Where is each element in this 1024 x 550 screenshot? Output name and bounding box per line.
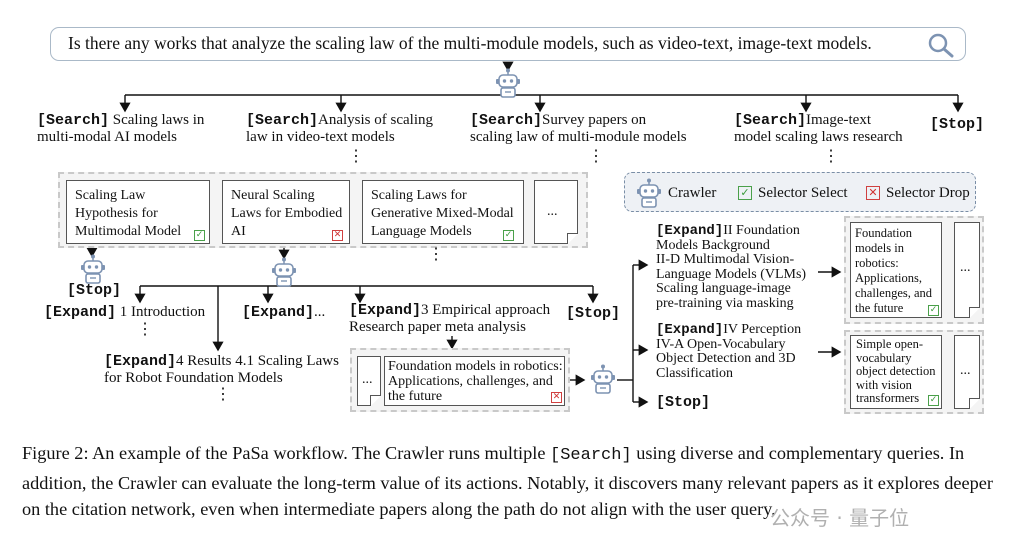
figure-caption: Figure 2: An example of the PaSa workflo… (22, 443, 993, 519)
more-papers-card: ... (954, 335, 980, 409)
expand-more: [Expand]... (242, 304, 326, 321)
search-branch-1: [Search] Scaling laws in multi-modal AI … (37, 112, 205, 145)
legend-drop-icon: ✕ (866, 186, 880, 200)
crawler-robot-icon (80, 254, 106, 284)
legend-crawler-label: Crawler (668, 185, 717, 201)
more-papers-card: ... (954, 222, 980, 318)
paper-card[interactable]: Foundation models in robotics:Applicatio… (384, 356, 565, 406)
selector-select-icon: ✓ (928, 395, 939, 406)
search-branch-3: [Search]Survey papers on scaling law of … (470, 112, 687, 145)
crawler-robot-icon (590, 364, 616, 394)
selector-select-icon: ✓ (928, 305, 939, 316)
search-branch-2: [Search]Analysis of scaling law in video… (246, 112, 433, 145)
legend-crawler-icon (636, 178, 662, 208)
ellipsis: ⋮ (348, 148, 364, 165)
query-box[interactable] (50, 27, 966, 61)
selector-select-icon: ✓ (503, 230, 514, 241)
stop-label: [Stop] (656, 394, 711, 411)
ellipsis: ⋮ (823, 148, 839, 165)
ellipsis: ⋮ (428, 246, 444, 263)
watermark: 公众号 · 量子位 (770, 506, 910, 530)
crawler-robot-icon (271, 257, 297, 287)
stop-label: [Stop] (67, 282, 122, 299)
query-text: Is there any works that analyze the scal… (68, 33, 872, 53)
expand-perception: [Expand]IV Perception IV-A Open-Vocabula… (656, 322, 802, 381)
expand-introduction: [Expand] 1 Introduction (44, 304, 206, 321)
selector-drop-icon: ✕ (332, 230, 343, 241)
search-branch-4: [Search]Image-text model scaling laws re… (734, 112, 903, 145)
expand-foundation: [Expand]II Foundation Models Background … (656, 223, 807, 311)
stop-label: [Stop] (566, 305, 621, 322)
ellipsis: ⋮ (137, 321, 153, 338)
expand-empirical: [Expand]3 Empirical approach Research pa… (349, 302, 551, 335)
stop-label-top: [Stop] (930, 116, 985, 133)
ellipsis: ⋮ (215, 386, 231, 403)
more-papers-card: ... (357, 356, 381, 406)
search-icon (928, 33, 954, 58)
selector-select-icon: ✓ (194, 230, 205, 241)
expand-results: [Expand]4 Results 4.1 Scaling Laws for R… (104, 353, 339, 386)
more-papers-card: ... (534, 180, 578, 244)
crawler-robot-icon (495, 68, 521, 98)
ellipsis: ⋮ (588, 148, 604, 165)
legend (624, 172, 976, 212)
legend-drop-label: Selector Drop (886, 185, 970, 201)
legend-select-label: Selector Select (758, 185, 848, 201)
legend-select-icon: ✓ (738, 186, 752, 200)
selector-drop-icon: ✕ (551, 392, 562, 403)
